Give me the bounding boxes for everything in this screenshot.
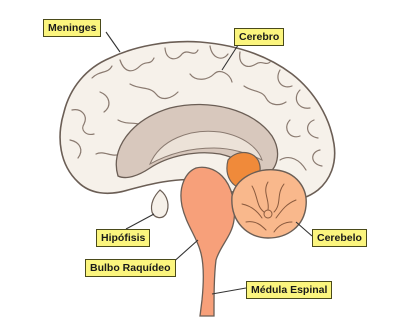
label-bulbo-raquideo: Bulbo Raquídeo	[85, 259, 176, 277]
leader-medula	[212, 288, 246, 294]
label-hipofisis: Hipófisis	[96, 229, 150, 247]
label-meninges: Meninges	[43, 19, 101, 37]
pituitary-gland	[151, 190, 168, 218]
label-medula-espinal: Médula Espinal	[246, 281, 332, 299]
leader-meninges	[106, 32, 120, 52]
brainstem	[181, 167, 235, 316]
leader-cerebelo	[296, 222, 312, 236]
leader-hipofisis	[126, 214, 154, 229]
label-cerebro: Cerebro	[234, 28, 284, 46]
label-cerebelo: Cerebelo	[312, 229, 367, 247]
